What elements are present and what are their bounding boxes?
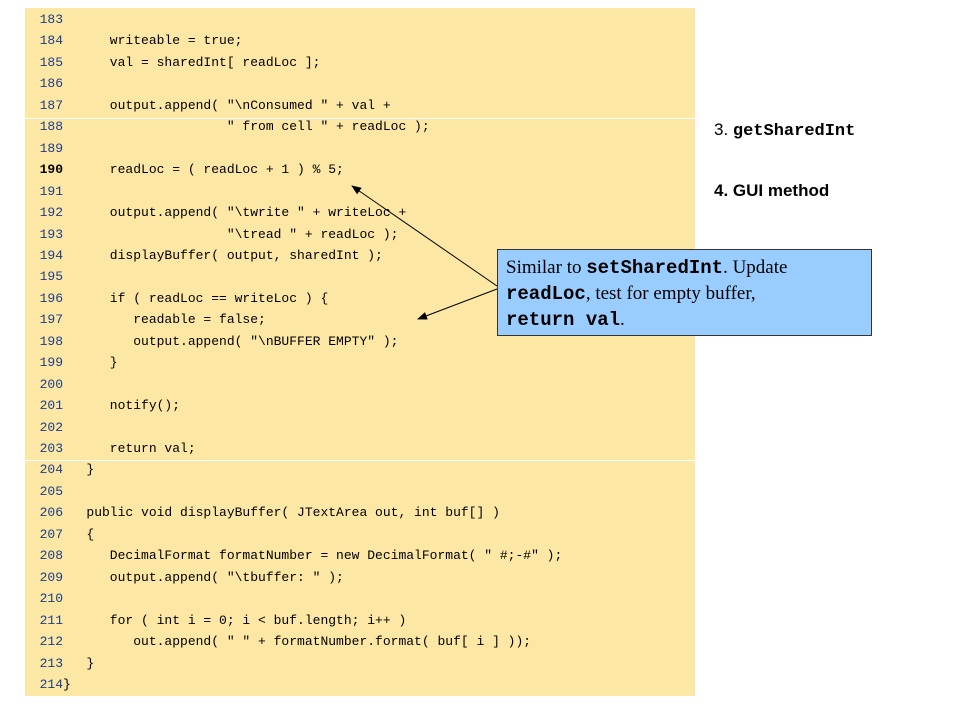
line-number: 197 bbox=[39, 312, 63, 328]
code-text: { bbox=[63, 526, 95, 542]
code-text: } bbox=[63, 355, 118, 371]
line-number: 214 bbox=[39, 676, 63, 692]
code-text: output.append( "\nBUFFER EMPTY" ); bbox=[63, 333, 399, 349]
code-text: out.append( " " + formatNumber.format( b… bbox=[63, 634, 532, 650]
code-line: 190 readLoc = ( readLoc + 1 ) % 5; bbox=[25, 160, 344, 180]
code-line: 210 bbox=[25, 589, 63, 609]
code-text: "\tread " + readLoc ); bbox=[63, 226, 399, 242]
code-text: public void displayBuffer( JTextArea out… bbox=[63, 505, 500, 521]
code-line: 189 bbox=[25, 139, 63, 159]
line-number: 186 bbox=[39, 76, 63, 92]
code-text: if ( readLoc == writeLoc ) { bbox=[63, 290, 329, 306]
line-number: 183 bbox=[39, 12, 63, 27]
code-line: 212 out.append( " " + formatNumber.forma… bbox=[25, 632, 531, 652]
code-text: writeable = true; bbox=[63, 33, 243, 49]
line-number: 191 bbox=[39, 183, 63, 199]
outline-item-3: 3. getSharedInt bbox=[714, 120, 855, 141]
code-line: 203 return val; bbox=[25, 439, 196, 459]
line-number: 190 bbox=[39, 162, 63, 178]
code-line: 200 bbox=[25, 375, 63, 395]
code-line: 213 } bbox=[25, 654, 95, 674]
line-number: 208 bbox=[39, 548, 63, 564]
outline-item-3-code: getSharedInt bbox=[732, 122, 856, 141]
line-number: 209 bbox=[39, 569, 63, 585]
line-number: 204 bbox=[39, 462, 63, 478]
code-line: 183 bbox=[25, 10, 63, 30]
code-line: 199 } bbox=[25, 353, 118, 373]
code-line: 201 notify(); bbox=[25, 396, 180, 416]
line-number: 201 bbox=[39, 398, 63, 414]
code-line: 192 output.append( "\twrite " + writeLoc… bbox=[25, 203, 407, 223]
code-line: 191 bbox=[25, 182, 63, 202]
code-line: 194 displayBuffer( output, sharedInt ); bbox=[25, 246, 383, 266]
code-text: output.append( "\tbuffer: " ); bbox=[63, 569, 344, 585]
code-line: 187 output.append( "\nConsumed " + val + bbox=[25, 96, 391, 116]
code-text: return val; bbox=[63, 441, 196, 456]
line-number: 192 bbox=[39, 205, 63, 221]
line-number: 200 bbox=[39, 376, 63, 392]
code-line: 204 } bbox=[25, 460, 95, 480]
line-number: 210 bbox=[39, 591, 63, 607]
line-number: 207 bbox=[39, 526, 63, 542]
code-text: for ( int i = 0; i < buf.length; i++ ) bbox=[63, 612, 407, 628]
code-line: 197 readable = false; bbox=[25, 310, 266, 330]
line-number: 206 bbox=[39, 505, 63, 521]
code-line: 205 bbox=[25, 482, 63, 502]
line-number: 193 bbox=[39, 226, 63, 242]
code-line: 207 { bbox=[25, 525, 95, 545]
line-number: 196 bbox=[39, 290, 63, 306]
code-line: 214} bbox=[25, 675, 71, 695]
line-number: 202 bbox=[39, 419, 63, 435]
code-text: output.append( "\nConsumed " + val + bbox=[63, 97, 391, 113]
code-text: output.append( "\twrite " + writeLoc + bbox=[63, 205, 407, 221]
line-number: 187 bbox=[39, 97, 63, 113]
code-line: 186 bbox=[25, 74, 63, 94]
code-line: 206 public void displayBuffer( JTextArea… bbox=[25, 503, 500, 523]
code-line: 193 "\tread " + readLoc ); bbox=[25, 225, 399, 245]
code-line: 196 if ( readLoc == writeLoc ) { bbox=[25, 289, 329, 309]
line-number: 211 bbox=[39, 612, 63, 628]
code-line: 198 output.append( "\nBUFFER EMPTY" ); bbox=[25, 332, 399, 352]
line-number: 189 bbox=[39, 140, 63, 156]
line-number: 195 bbox=[39, 269, 63, 285]
code-text: } bbox=[63, 655, 95, 671]
code-text: } bbox=[63, 676, 71, 692]
code-text: DecimalFormat formatNumber = new Decimal… bbox=[63, 548, 563, 564]
line-number: 203 bbox=[39, 441, 63, 456]
line-number: 213 bbox=[39, 655, 63, 671]
code-text: } bbox=[63, 462, 95, 478]
line-number: 205 bbox=[39, 483, 63, 499]
section-divider bbox=[25, 118, 695, 119]
code-line: 184 writeable = true; bbox=[25, 31, 243, 51]
line-number: 194 bbox=[39, 247, 63, 263]
code-text: readLoc = ( readLoc + 1 ) % 5; bbox=[63, 162, 344, 178]
code-text: val = sharedInt[ readLoc ]; bbox=[63, 54, 321, 70]
line-number: 185 bbox=[39, 54, 63, 70]
code-text: displayBuffer( output, sharedInt ); bbox=[63, 247, 383, 263]
code-line: 185 val = sharedInt[ readLoc ]; bbox=[25, 53, 321, 73]
code-line: 195 bbox=[25, 267, 63, 287]
code-text: notify(); bbox=[63, 398, 181, 414]
code-line: 211 for ( int i = 0; i < buf.length; i++… bbox=[25, 611, 407, 631]
outline-item-4: 4. GUI method bbox=[714, 181, 830, 200]
code-line: 209 output.append( "\tbuffer: " ); bbox=[25, 568, 344, 588]
code-line: 188 " from cell " + readLoc ); bbox=[25, 117, 430, 137]
line-number: 212 bbox=[39, 634, 63, 650]
code-text: " from cell " + readLoc ); bbox=[63, 119, 430, 135]
section-divider bbox=[25, 460, 695, 461]
line-number: 188 bbox=[39, 119, 63, 135]
line-number: 198 bbox=[39, 333, 63, 349]
line-number: 184 bbox=[39, 33, 63, 49]
outline-item-3-number: 3. bbox=[714, 120, 733, 139]
code-line: 202 bbox=[25, 418, 63, 438]
line-number: 199 bbox=[39, 355, 63, 371]
code-text: readable = false; bbox=[63, 312, 266, 328]
code-line: 208 DecimalFormat formatNumber = new Dec… bbox=[25, 546, 563, 566]
